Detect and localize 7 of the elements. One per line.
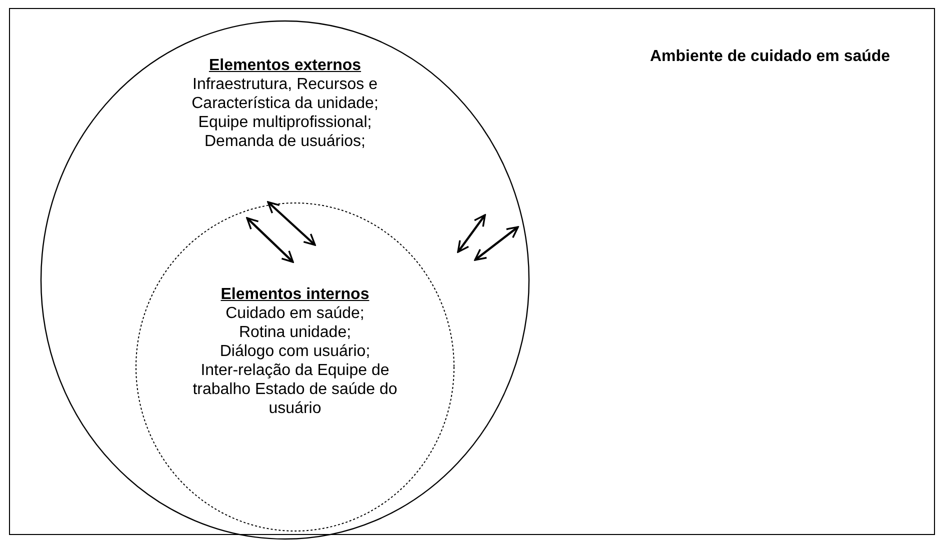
dashed-circle — [135, 202, 455, 532]
group-heading: Elementos internos — [220, 285, 370, 304]
group-heading: Elementos externos — [208, 56, 362, 75]
element-list: Infraestrutura, Recursos e Característica da unidade; Equipe multiprofissional; Demanda de usuários; — [185, 75, 385, 151]
circle — [40, 20, 530, 540]
element-list: Cuidado em saúde; Rotina unidade; Diálogo com usuário; Inter-relação da Equipe de trabalho Estado de saúde do usuário — [190, 304, 400, 418]
frame-label: Ambiente de cuidado em saúde — [650, 47, 892, 66]
